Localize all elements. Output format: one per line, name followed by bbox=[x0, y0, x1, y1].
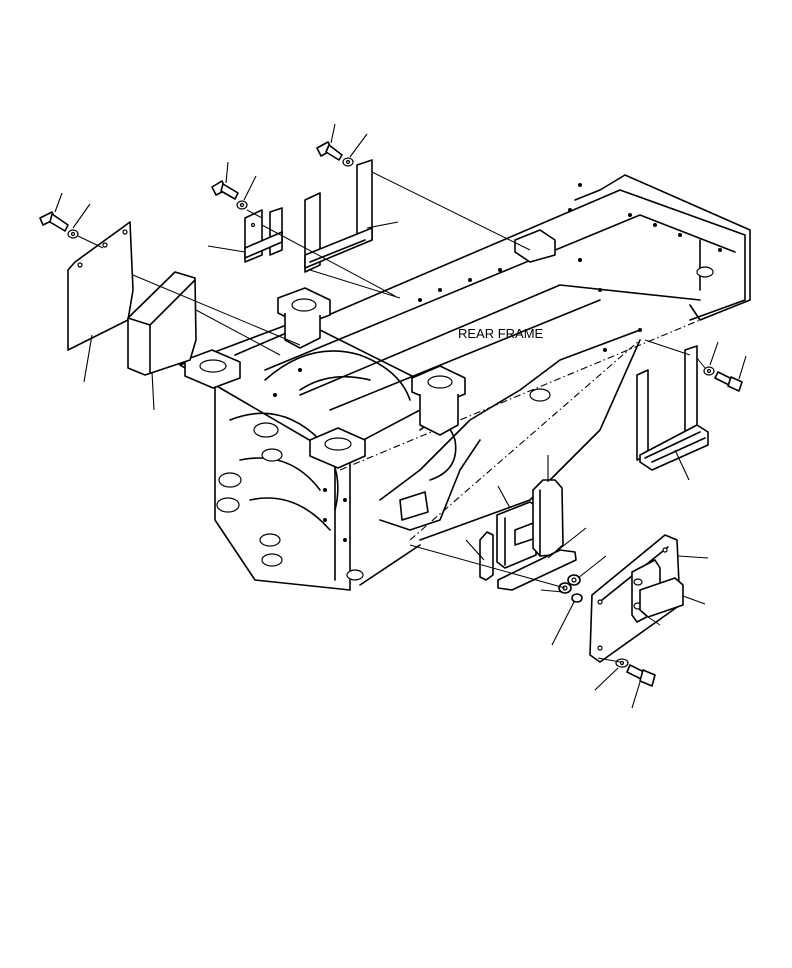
leader-lower-pad-d bbox=[547, 527, 587, 559]
right-step-bracket bbox=[636, 345, 709, 471]
top-large-bracket bbox=[304, 159, 373, 273]
lower-nuts bbox=[558, 574, 583, 603]
leader-right-bolt bbox=[738, 355, 747, 380]
frame-rivets bbox=[273, 183, 722, 542]
leader-right-plate bbox=[677, 555, 709, 559]
lower-bolt-washer bbox=[615, 658, 656, 687]
top-bolt-washer-a bbox=[211, 180, 248, 210]
leader-nut-a bbox=[577, 555, 607, 579]
leader-left-pad bbox=[151, 371, 155, 411]
leader-top-small-bracket bbox=[207, 245, 246, 253]
rear-frame bbox=[179, 174, 751, 591]
leader-top-large-bracket bbox=[366, 221, 399, 229]
left-cover-plate bbox=[67, 221, 134, 351]
leader-top-bolt-b bbox=[330, 123, 336, 144]
leader-right-step bbox=[674, 449, 690, 481]
leader-top-bolt-a bbox=[225, 161, 229, 184]
leader-lower-washer bbox=[594, 667, 619, 691]
leader-left-plate bbox=[83, 334, 93, 383]
leader-lower-pad-a bbox=[465, 539, 485, 561]
leader-right-washer bbox=[709, 341, 719, 366]
leader-lower-pad-b bbox=[497, 485, 511, 509]
leader-left-washer bbox=[72, 203, 91, 229]
top-small-bracket bbox=[244, 207, 283, 263]
leader-left-bolt bbox=[54, 192, 63, 213]
right-small-pad bbox=[639, 577, 684, 618]
left-pad bbox=[127, 271, 197, 376]
right-bolt-washer bbox=[703, 366, 743, 392]
leader-top-washer-b bbox=[349, 133, 368, 158]
leader-right-small-pad bbox=[682, 595, 706, 605]
leader-nut-b bbox=[540, 589, 564, 593]
leader-lower-bolt bbox=[631, 681, 641, 709]
lower-pad-group bbox=[479, 479, 577, 591]
leader-nut-c bbox=[551, 601, 575, 646]
rear-frame-label: REAR FRAME bbox=[458, 326, 544, 341]
leader-top-washer-a bbox=[243, 175, 257, 201]
top-bolt-washer-b bbox=[316, 141, 354, 167]
left-bolt-washer bbox=[39, 211, 79, 239]
frame-mount-pads bbox=[184, 229, 714, 581]
